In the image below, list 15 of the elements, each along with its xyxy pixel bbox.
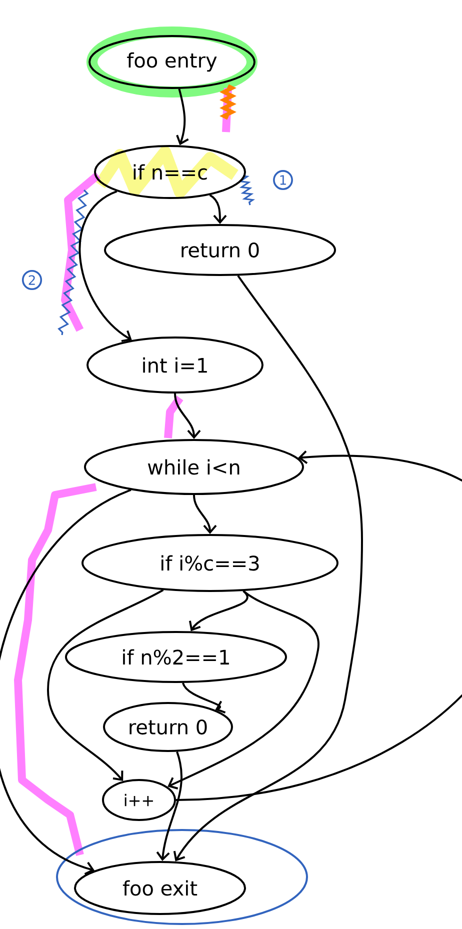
arrow (47, 589, 164, 782)
arrow (182, 682, 226, 714)
arrow (209, 194, 227, 224)
arrow (78, 190, 132, 342)
arrow (156, 751, 182, 862)
arrow (173, 275, 363, 862)
arrow (188, 590, 248, 632)
arrow (193, 494, 217, 534)
arrow (176, 88, 189, 146)
edge-label: 1 (273, 170, 293, 190)
edge-label: 2 (22, 270, 42, 290)
arrow (174, 393, 201, 439)
arrow (0, 489, 132, 875)
arrow (176, 450, 462, 801)
arrow (168, 590, 320, 790)
